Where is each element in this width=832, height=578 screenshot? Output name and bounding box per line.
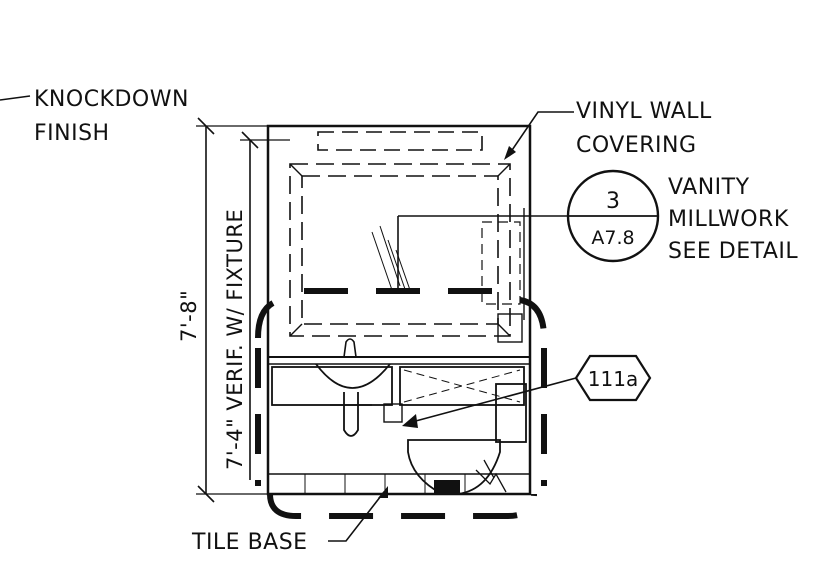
dimension-overall: 7'-8" [177,117,268,503]
sink-bowl [315,363,391,389]
tile-base-leader-arrow [378,486,388,498]
light-fixture-dashed [317,131,483,151]
tag-leader [411,377,577,423]
outlet-box [497,313,523,343]
dim-tick-top [197,117,215,135]
vinyl-leader [507,111,574,157]
knockdown-line-2: FINISH [34,121,110,146]
tile-base-note: TILE BASE [191,486,388,555]
vinyl-wall-covering-note: VINYL WALL COVERING [504,99,712,160]
bold-dashed-arc-left-top [255,297,283,339]
toilet-base-shade [434,480,460,494]
dim-tick-fixture-top [241,131,259,149]
drain-box [383,403,403,423]
toilet [407,383,527,495]
vanity-line-3: SEE DETAIL [668,239,798,264]
mirror-frame-corners [289,163,511,337]
vanity-drawer-left [271,366,393,406]
wall-elevation [266,124,532,496]
drawer-x-dashed [403,369,521,403]
sink-p-trap [343,392,359,437]
vanity-line-1: VANITY [668,175,750,200]
mirror [289,163,525,343]
detail-callout: 3 A7.8 [397,169,660,290]
vanity-line-2: MILLWORK [668,207,789,232]
side-cabinet-dashed [481,221,521,305]
toilet-supply-lines [475,459,507,493]
vanity-drawer-right [399,366,525,406]
equipment-tag: 111a [402,354,652,428]
vinyl-leader-arrow [504,146,516,160]
dim-fixture-height-label: 7'-4" VERIF. W/ FIXTURE [223,209,247,470]
dimension-fixture: 7'-4" VERIF. W/ FIXTURE [223,131,290,480]
wall-outline [266,124,532,496]
knockdown-line-1: KNOCKDOWN [34,87,189,112]
vinyl-line-1: VINYL WALL [576,99,712,124]
tag-label: 111a [588,367,638,391]
mirror-outer-frame [289,163,511,337]
tile-base-leader [328,491,385,542]
vanity-millwork-note: VANITY MILLWORK SEE DETAIL [668,175,798,264]
faucet [343,338,357,358]
bold-dashed-arc-right-top [519,297,547,339]
vanity-cabinet [271,338,525,437]
mirror-reflection-hatch [371,225,411,293]
tag-leader-arrow [402,414,418,428]
callout-detail-number: 3 [606,189,620,214]
tile-base-label: TILE BASE [191,530,308,555]
dim-overall-height-label: 7'-8" [177,290,201,342]
dim-tick-bottom [197,485,215,503]
bold-dashed-bottom [267,493,537,519]
toilet-tank [495,383,527,443]
mirror-inner-frame [301,175,499,325]
callout-sheet-number: A7.8 [591,227,634,249]
knockdown-leader [0,95,31,101]
vinyl-line-2: COVERING [576,133,697,158]
knockdown-finish-note: KNOCKDOWN FINISH [0,87,189,146]
